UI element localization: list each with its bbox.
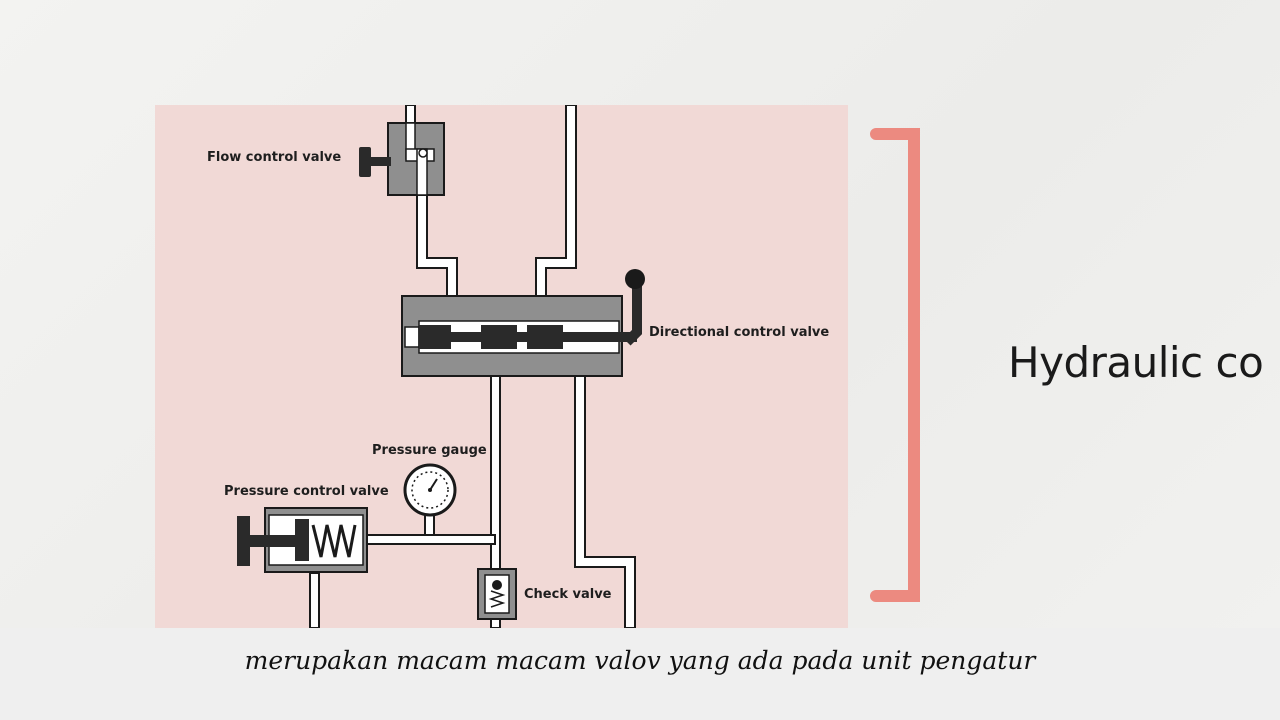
pressure-control-valve (237, 507, 368, 573)
check-valve (477, 568, 517, 620)
label-directional-control-valve: Directional control valve (649, 325, 829, 340)
bracket-shape (870, 128, 920, 602)
hydraulic-control-diagram: Flow control valve Directional control v… (155, 105, 848, 628)
pipe-network (309, 105, 636, 628)
subtitle-bar (0, 628, 1280, 720)
pressure-gauge (403, 463, 457, 517)
directional-control-valve (401, 269, 645, 377)
label-check-valve: Check valve (524, 587, 612, 602)
slide-title: Hydraulic co (1008, 338, 1264, 387)
flow-control-valve (359, 122, 445, 196)
label-pressure-gauge: Pressure gauge (372, 443, 487, 458)
subtitle-caption: merupakan macam macam valov yang ada pad… (244, 646, 1036, 675)
label-pressure-control-valve: Pressure control valve (224, 484, 389, 499)
label-flow-control-valve: Flow control valve (207, 150, 341, 165)
